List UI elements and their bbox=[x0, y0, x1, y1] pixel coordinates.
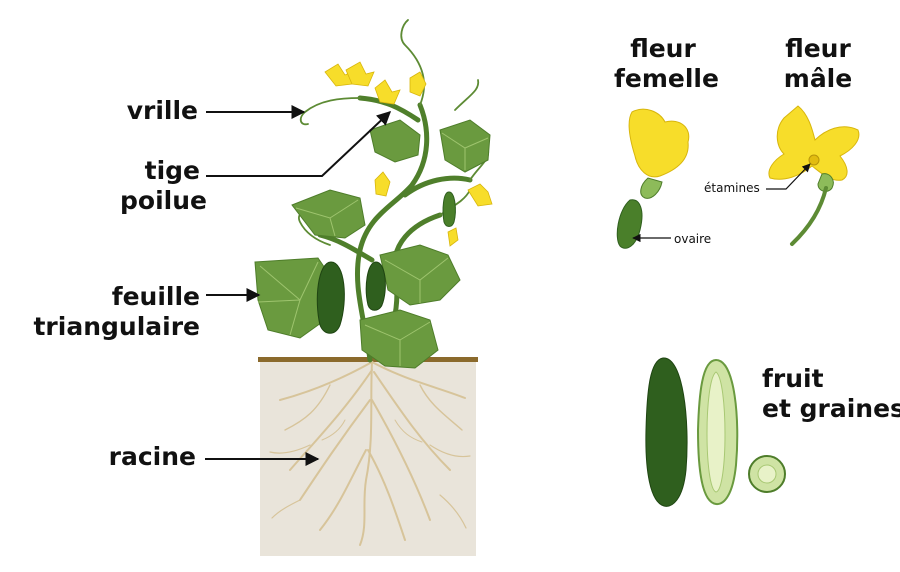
arrow-stamens bbox=[766, 163, 811, 190]
title-fruit-line1: fruit bbox=[762, 364, 824, 393]
cucumbers-on-vine bbox=[316, 191, 456, 334]
title-male-flower: fleur mâle bbox=[772, 34, 864, 94]
title-female-flower: fleur femelle bbox=[614, 34, 719, 94]
label-ovary: ovaire bbox=[674, 232, 712, 246]
label-stamens: étamines bbox=[704, 181, 760, 195]
male-flower bbox=[768, 105, 860, 246]
label-root: racine bbox=[108, 442, 196, 471]
label-stem-line2: poilue bbox=[120, 186, 207, 215]
vine-flowers bbox=[324, 61, 493, 247]
title-fruit: fruit et graines bbox=[762, 364, 900, 424]
label-leaf: feuille triangulaire bbox=[20, 282, 200, 342]
label-stem: tige poilue bbox=[120, 156, 207, 216]
title-female-line1: fleur bbox=[630, 34, 696, 63]
leaves bbox=[254, 119, 491, 369]
title-male-line1: fleur bbox=[785, 34, 851, 63]
soil-block bbox=[258, 357, 478, 556]
label-tendril: vrille bbox=[126, 96, 198, 125]
label-leaf-line2: triangulaire bbox=[33, 312, 200, 341]
label-leaf-line1: feuille bbox=[111, 282, 200, 311]
female-flower bbox=[616, 108, 690, 249]
arrow-stem bbox=[206, 111, 392, 177]
title-male-line2: mâle bbox=[783, 64, 853, 93]
roots bbox=[269, 361, 471, 546]
fruit-group bbox=[645, 357, 786, 507]
title-fruit-line2: et graines bbox=[762, 394, 900, 423]
pointer-lines bbox=[205, 105, 811, 466]
title-female-line2: femelle bbox=[614, 64, 719, 93]
label-stem-line1: tige bbox=[144, 156, 200, 185]
